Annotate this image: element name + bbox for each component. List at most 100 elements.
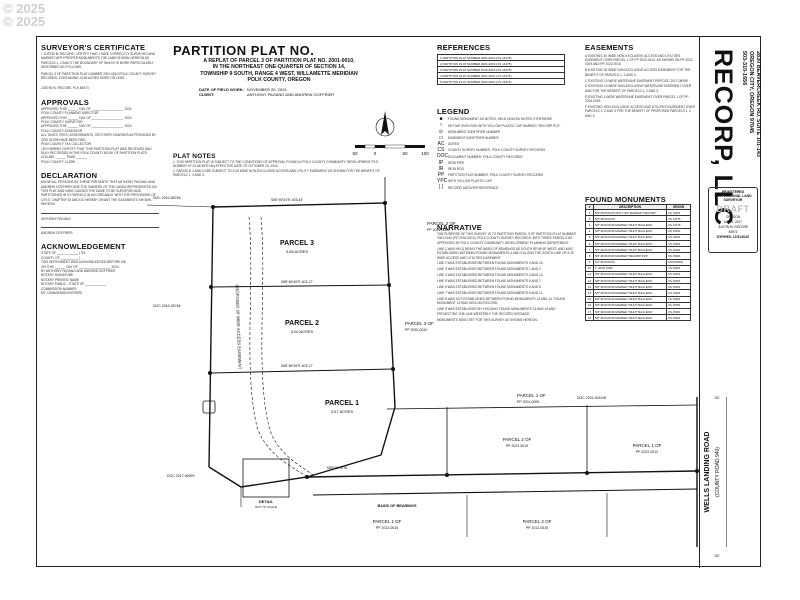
scale-label-2: 0 [374, 151, 377, 156]
narrative-line: LINE 3 WAS ESTABLISHED BETWEEN FOUND MON… [437, 267, 542, 272]
acknowledgement-row: COUNTY OF __________ ) [41, 255, 81, 260]
legend-symbol: PP [437, 171, 445, 178]
map-labels: PARCEL 3 3.08 ACRES PARCEL 2 3.00 ACRES … [153, 196, 721, 558]
narrative-line: LINE 1 WAS HELD BEING THE BASIS OF BEARI… [437, 246, 574, 260]
title-block: PARTITION PLAT NO. A REPLAT OF PARCEL 3 … [169, 43, 389, 97]
acknowledgement-row: THIS INSTRUMENT WAS ACKNOWLEDGED BEFORE … [41, 260, 126, 265]
parcel-3-area: 3.08 ACRES [286, 249, 309, 254]
monument-marker [208, 371, 212, 375]
field-date: DATE OF FIELD WORK:NOVEMBER 20, 2024 [169, 87, 389, 92]
acknowledgement-row: COMMISSION NUMBER [41, 286, 77, 291]
acknowledgement-row: STATE OF ____________ ) SS [41, 251, 86, 256]
plat-map: PARCEL 3 3.08 ACRES PARCEL 2 3.00 ACRES … [146, 177, 727, 558]
parcel-2-of-b-label: PARCEL 2 OF [503, 437, 532, 442]
acknowledgement-row: BY ANTHONY PAGANO AND ANDREW GOFFRIER [41, 269, 116, 273]
monument-marker [391, 367, 395, 371]
scale-label-4: 100 [421, 151, 429, 156]
legend-symbol: ■ [439, 116, 443, 123]
doc-label-1: DOC 2010-06748 [153, 196, 180, 200]
easement-item: F EXISTING NON-EXCLUSIVE ACCESS AND UTIL… [585, 105, 695, 118]
approval-row: APPROVED THIS ______ DAY OF ____________… [41, 124, 132, 129]
monument-cell: CS 15001 [666, 314, 691, 322]
approval-row: POLK COUNTY CLERK [41, 159, 76, 164]
road-name: WELLS LANDING ROAD [704, 432, 711, 513]
access-easement-edge [260, 216, 314, 476]
stamp-line: OREGON [725, 215, 741, 219]
monument-marker [695, 469, 699, 473]
narrative: NARRATIVE THE PURPOSE OF THIS SURVEY IS … [437, 223, 577, 322]
parcel-division-line [386, 404, 698, 410]
left-column: SURVEYOR'S CERTIFICATE I, JUSTIN M. RECO… [41, 43, 159, 302]
legend-text: SET 5/8" IRON ROD WITH YELLOW PLASTIC CA… [448, 123, 561, 128]
narrative-text: THE PURPOSE OF THIS SURVEY IS TO PARTITI… [437, 232, 576, 245]
north-arrow-and-scale: N 50 0 50 100 [352, 111, 429, 156]
parcel-2-1-line [209, 368, 394, 374]
plat-sheet: SURVEYOR'S CERTIFICATE I, JUSTIN M. RECO… [36, 36, 761, 568]
monument-marker [585, 471, 589, 475]
easements: EASEMENTS A EXISTING 30 WIDE NON-EXCLUSI… [585, 43, 697, 118]
parcel-1-of-c-label: PARCEL 1 OF [373, 519, 402, 524]
legend-symbol: DOC [437, 153, 449, 160]
stamp-draft: DRAFT [716, 204, 750, 214]
scale-bar [355, 144, 425, 149]
field-date-value: NOVEMBER 20, 2024 [247, 86, 287, 92]
parcel-1-of-pp: PP 2001-0006 [517, 400, 539, 404]
parcel-2-of-c-pp: PP 2012-0015 [526, 526, 548, 530]
parcel-1-of-label: PARCEL 1 OF [517, 393, 546, 398]
legend-item: ○ SET 5/8" IRON ROD WITH YELLOW PLASTIC C… [437, 123, 577, 128]
parcel-3-2-line [210, 284, 390, 288]
approval-row: APPROVED THIS ______ DAY OF ____________… [41, 115, 132, 120]
parcel-1-of-d-label: PARCEL 1 OF [633, 443, 662, 448]
references: REFERENCES 1 PARTITION PLAT NUMBER 2001-… [437, 43, 577, 85]
legend-text: PARTITION PLAT NUMBER, POLK COUNTY SURVE… [448, 173, 544, 178]
road-width-top: 30' [714, 395, 719, 400]
approval-row: VOLUME ______ PAGE ______ [41, 155, 88, 160]
legend-symbol: ○ [439, 122, 443, 129]
declaration-text: KNOW ALL PERSONS BY THESE PRESENTS THAT … [41, 180, 157, 207]
signature-line [41, 210, 159, 214]
parcel-2-of-label: PARCEL 2 OF [427, 221, 456, 226]
parcel-1-label: PARCEL 1 [325, 400, 359, 407]
west-boundary [208, 206, 214, 468]
parcel-2-area: 3.00 ACRES [291, 329, 314, 334]
field-date-label: DATE OF FIELD WORK: [199, 86, 245, 92]
monument-marker [305, 475, 309, 479]
legend-text: ACRES [448, 142, 459, 147]
client-label: CLIENT: [199, 91, 215, 97]
scale-label-3: 50 [402, 151, 408, 156]
approval-row: POLK COUNTY ASSESSOR [41, 128, 83, 133]
road-designation: (COUNTY ROAD 940) [715, 447, 721, 497]
acknowledgement-row: MY COMMISSION EXPIRES [41, 291, 83, 296]
access-easement [248, 216, 308, 478]
title-line-2: IN THE NORTHEAST ONE-QUARTER OF SECTION … [212, 64, 346, 71]
parcel-3-of-label: PARCEL 3 OF [405, 321, 434, 326]
surveyor-certificate: SURVEYOR'S CERTIFICATE I, JUSTIN M. RECO… [41, 43, 159, 91]
stamp-expires: EXPIRES: 12/31/2026 [717, 235, 749, 239]
signature-line [41, 224, 159, 228]
watermark-line-1: © 2025 [3, 1, 46, 16]
plat-title: PARTITION PLAT NO. [173, 43, 315, 58]
declaration-heading: DECLARATION [41, 171, 98, 181]
legend-symbol: IP [438, 159, 444, 166]
narrative-line: LINE 5 WAS ESTABLISHED BETWEEN FOUND MON… [437, 279, 542, 284]
basis-of-bearings-label: BASIS OF BEARINGS [377, 504, 416, 508]
company-phone: 503-310-1656 [741, 51, 747, 86]
acknowledgement-row: NOTARY PUBLIC - STATE OF ____________ [41, 282, 107, 287]
parcel-1-of-c-pp: PP 2012-0015 [376, 526, 398, 530]
legend-text: DOCUMENT NUMBER, POLK COUNTY RECORDS [448, 154, 523, 159]
legend-symbol: CS [437, 147, 445, 154]
easement-item: A EXISTING 30 WIDE NON-EXCLUSIVE ACCESS … [585, 53, 694, 67]
easement-item: E EXISTING 4 WIDE WATERLINE EASEMENT OVE… [585, 94, 689, 104]
parcel-3-of-pp: PP 2022-0010 [405, 328, 427, 332]
signature-name: ANTHONY PAGANO [41, 216, 71, 221]
parcel-2-of-b-pp: PP 2022-0010 [506, 444, 528, 448]
stamp-line: 84973 [728, 230, 738, 234]
svg-text:N: N [383, 126, 387, 132]
